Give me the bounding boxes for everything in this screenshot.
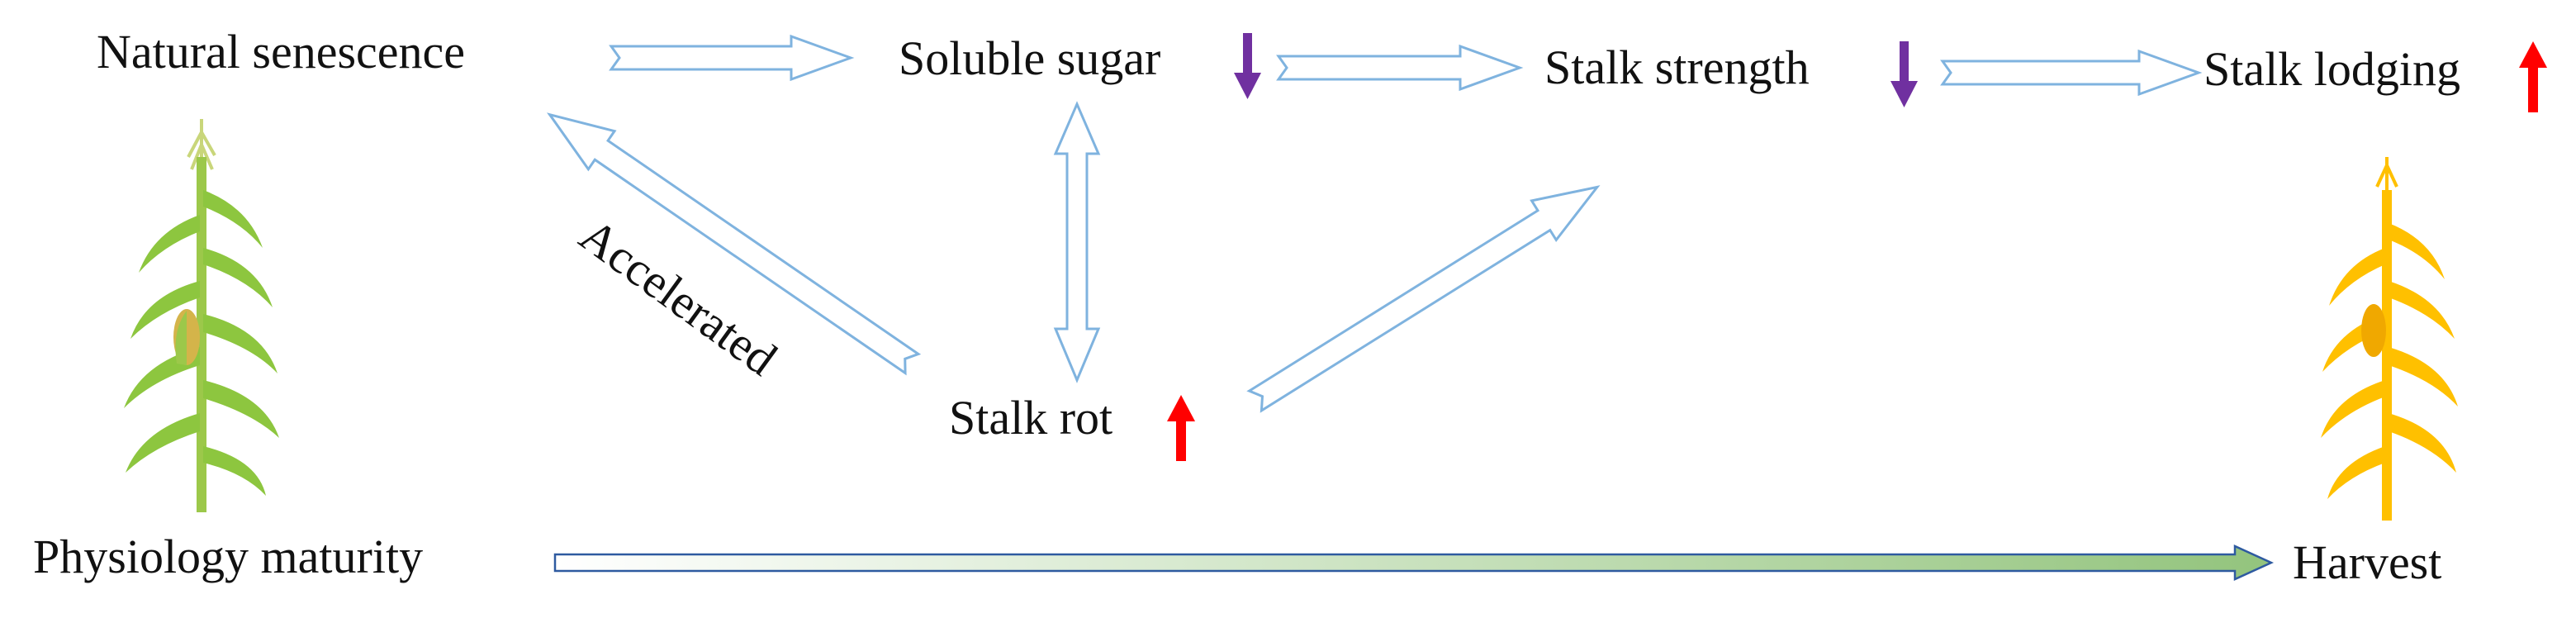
up-arrow-icon-stalk-rot xyxy=(1167,395,1195,461)
node-soluble-sugar: Soluble sugar xyxy=(899,31,1160,85)
node-stalk-lodging: Stalk lodging xyxy=(2204,42,2460,96)
node-harvest: Harvest xyxy=(2293,535,2441,589)
yellow-maize-plant-icon xyxy=(2321,157,2458,521)
node-natural-senescence: Natural senescence xyxy=(97,25,465,78)
up-arrow-icon-stalk-lodging xyxy=(2519,41,2547,112)
node-physiology-maturity: Physiology maturity xyxy=(33,530,423,583)
arrow-strength-to-lodging xyxy=(1940,49,2203,97)
node-stalk-rot: Stalk rot xyxy=(949,391,1112,445)
edge-label-accelerated: Accelerated xyxy=(570,208,786,386)
arrow-sugar-to-strength xyxy=(1276,44,1524,92)
arrow-senescence-to-sugar xyxy=(609,34,855,82)
arrow-sugar-rot-bidirectional xyxy=(1053,101,1101,383)
node-stalk-strength: Stalk strength xyxy=(1544,40,1810,94)
timeline-arrow-maturity-to-harvest xyxy=(553,545,2275,581)
down-arrow-icon-stalk-strength xyxy=(1890,41,1918,107)
arrow-rot-to-senescence xyxy=(546,112,922,376)
green-maize-plant-icon xyxy=(124,119,279,512)
arrow-rot-to-strength xyxy=(1246,185,1601,413)
down-arrow-icon-soluble-sugar xyxy=(1234,33,1261,99)
